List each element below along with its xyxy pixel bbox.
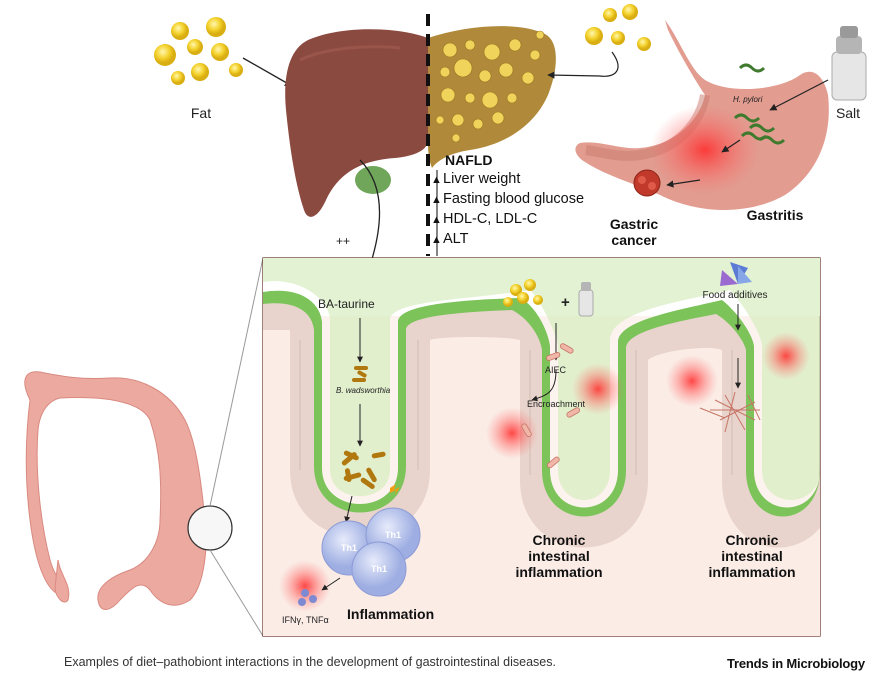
aiec-encroachment-arrow: [531, 369, 557, 402]
plus-plus-label: ++: [336, 234, 351, 248]
aiec-label: AIEC: [545, 365, 567, 375]
th1-label: Th1: [370, 564, 388, 574]
up-arrow-icon: ▲: [431, 194, 442, 206]
journal-logo: Trends in Microbiology: [727, 656, 865, 671]
th1-label: Th1: [340, 543, 358, 553]
plus-label: +: [561, 294, 570, 311]
ba-taurine-label: BA-taurine: [318, 297, 375, 311]
fat-label: Fat: [190, 105, 212, 121]
stomach-to-liver-arrow: [547, 51, 619, 79]
food-additives-icon: [720, 262, 752, 286]
nafld-marker-item: ▲Fasting blood glucose: [431, 189, 584, 209]
cytokine-dots: [298, 589, 317, 606]
chronic-inflammation-label-1: Chronic intestinal inflammation: [515, 532, 603, 580]
lightning-icon: [390, 484, 400, 495]
additive-bacteria-cluster: [699, 391, 761, 433]
nafld-marker-item: ▲HDL-C, LDL-C: [431, 209, 584, 229]
cytokines-label: IFNγ, TNFα: [282, 615, 329, 625]
salt-to-stomach-arrow: [769, 79, 829, 111]
th1-label: Th1: [384, 530, 402, 540]
nafld-marker-list: ▲Liver weight ▲Fasting blood glucose ▲HD…: [431, 169, 584, 249]
fat-droplets: [154, 17, 243, 85]
fat-to-liver-arrow: [242, 57, 293, 87]
nafld-marker-item: ▲Liver weight: [431, 169, 584, 189]
inflammation-label: Inflammation: [347, 606, 435, 622]
up-arrow-icon: ▲: [431, 214, 442, 226]
encroachment-label: Encroachment: [527, 399, 586, 409]
up-arrow-icon: ▲: [431, 174, 442, 186]
b-wadsworthia-label: B. wadsworthia: [336, 386, 391, 395]
food-additives-label: Food additives: [702, 290, 768, 301]
salt-label: Salt: [835, 105, 861, 121]
nafld-label: NAFLD: [445, 152, 493, 168]
gastritis-label: Gastritis: [746, 207, 804, 223]
aiec-bacteria: [521, 343, 581, 469]
th1-cells: [321, 507, 421, 597]
zoom-line-bottom: [209, 549, 264, 637]
gastric-cancer-label: Gastric cancer: [609, 216, 659, 248]
salt-shaker: [831, 26, 867, 101]
colon: [24, 371, 207, 610]
nafld-marker-item: ▲ALT: [431, 229, 584, 249]
bw-to-th1-arrow: [344, 495, 353, 523]
intestine-fat-droplets: [503, 279, 543, 307]
zoom-line-top: [209, 257, 264, 507]
h-pylori-bacteria: [733, 63, 786, 145]
liver-fatty: [428, 26, 556, 168]
figure-caption: Examples of diet–pathobiont interactions…: [64, 655, 556, 669]
b-wadsworthia-bacteria: [341, 366, 386, 490]
liver-healthy: [285, 29, 428, 217]
chronic-inflammation-label-2: Chronic intestinal inflammation: [708, 532, 796, 580]
up-arrow-icon: ▲: [431, 234, 442, 246]
h-pylori-label: H. pylori: [733, 95, 763, 104]
th1-to-cytokine-arrow: [321, 577, 341, 591]
intestine-salt-shaker: [578, 282, 594, 317]
stomach-fat-droplets: [585, 4, 651, 51]
stomach: [575, 20, 829, 210]
zoom-circle: [187, 505, 233, 551]
